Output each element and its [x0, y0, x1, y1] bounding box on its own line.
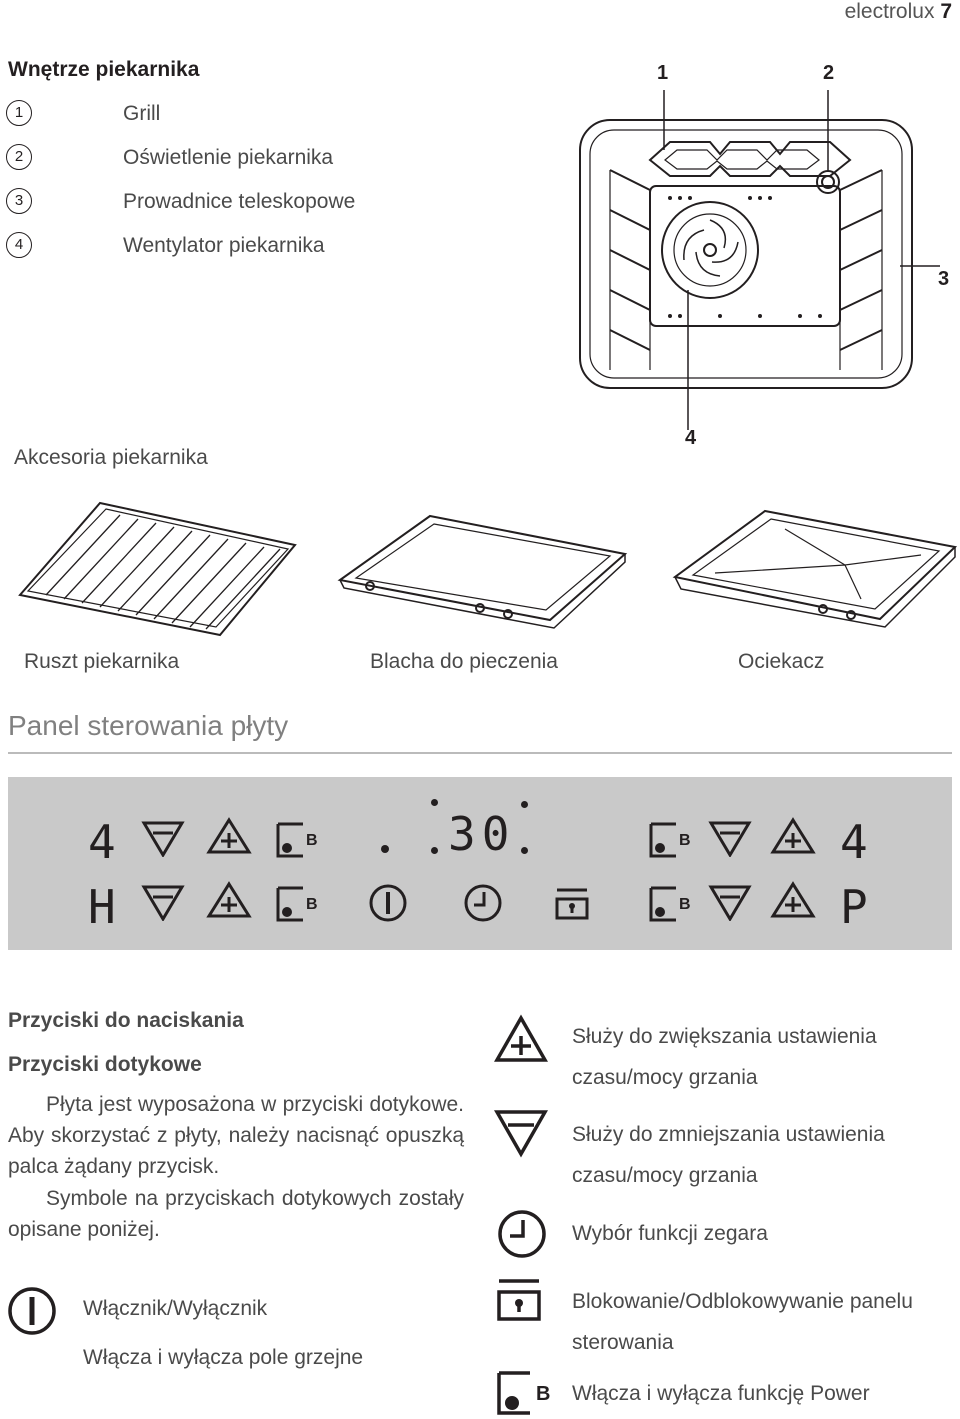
power-letter: B: [306, 832, 318, 849]
power-letter: B: [679, 896, 691, 913]
power-boost-icon[interactable]: [275, 885, 325, 923]
callout-4: 4: [685, 427, 697, 449]
power-boost-icon[interactable]: [648, 821, 698, 859]
plus-icon[interactable]: [770, 817, 816, 855]
power-letter: B: [306, 896, 318, 913]
accessory-label: Blacha do pieczenia: [370, 650, 558, 673]
item-number: 1: [6, 100, 32, 126]
plus-icon[interactable]: [770, 881, 816, 919]
clock-description: Wybór funkcji zegara: [572, 1222, 768, 1245]
minus-icon[interactable]: [141, 821, 185, 857]
callout-1: 1: [657, 62, 669, 84]
item-label: Grill: [123, 102, 161, 125]
plus-description: Służy do zwiększania ustawienia czasu/mo…: [572, 1025, 877, 1089]
item-label: Wentylator piekarnika: [123, 234, 325, 257]
accessory-label: Ociekacz: [738, 650, 825, 673]
lock-icon: [497, 1279, 541, 1321]
intro-paragraph: Symbole na przyciskach dotykowych został…: [8, 1187, 464, 1241]
display-left-bottom: H: [88, 880, 116, 934]
plus-icon[interactable]: [206, 881, 252, 919]
display-dot: [521, 801, 528, 808]
display-dot: [431, 847, 438, 854]
buttons-title: Przyciski do naciskania: [8, 1009, 244, 1032]
lock-icon[interactable]: [554, 887, 590, 921]
power-boost-icon[interactable]: [275, 821, 325, 859]
oven-interior-drawing: [579, 90, 940, 430]
baking-tray-drawing: [337, 514, 628, 629]
minus-icon[interactable]: [708, 821, 752, 857]
on-off-title: Włącznik/Wyłącznik: [83, 1297, 268, 1320]
item-label: Oświetlenie piekarnika: [123, 146, 334, 169]
display-dot: [431, 799, 438, 806]
power-letter: B: [536, 1383, 551, 1405]
accessories-title: Akcesoria piekarnika: [14, 446, 208, 469]
on-off-description: Włącza i wyłącza pole grzejne: [83, 1346, 364, 1369]
intro-paragraph: Płyta jest wyposażona w przyciski dotyko…: [8, 1093, 464, 1178]
power-boost-icon[interactable]: [648, 885, 698, 923]
display-left-top: 4: [88, 815, 116, 869]
power-boost-icon: [497, 1371, 530, 1415]
callout-2: 2: [823, 62, 835, 84]
minus-description: Służy do zmniejszania ustawienia czasu/m…: [572, 1123, 885, 1187]
item-number: 4: [6, 232, 32, 258]
drip-pan-drawing: [672, 509, 958, 628]
plus-icon: [494, 1014, 548, 1062]
page-number: 7: [940, 0, 952, 23]
page-header: electrolux 7: [845, 0, 952, 24]
clock-icon[interactable]: [463, 883, 503, 923]
power-letter: B: [679, 832, 691, 849]
minus-icon: [494, 1110, 548, 1158]
power-description: Włącza i wyłącza funkcję Power: [572, 1382, 870, 1405]
display-dot: [381, 845, 389, 853]
callout-3: 3: [938, 268, 950, 290]
oven-rack-drawing: [18, 501, 297, 637]
item-number: 2: [6, 144, 32, 170]
display-dot: [521, 847, 528, 854]
display-time: 30: [448, 807, 516, 861]
clock-icon: [498, 1210, 546, 1258]
on-off-icon[interactable]: [368, 883, 408, 923]
item-label: Prowadnice teleskopowe: [123, 190, 356, 213]
section-divider: [8, 752, 952, 754]
brand-name: electrolux: [844, 0, 935, 23]
display-right-bottom: P: [840, 880, 868, 934]
accessory-label: Ruszt piekarnika: [24, 650, 180, 673]
minus-icon[interactable]: [708, 885, 752, 921]
control-panel: 4 H B 30 B 4 B B P: [8, 777, 952, 950]
on-off-icon: [8, 1287, 56, 1335]
control-panel-title: Panel sterowania płyty: [8, 710, 289, 741]
touch-buttons-subtitle: Przyciski dotykowe: [8, 1053, 202, 1076]
display-right-top: 4: [840, 815, 868, 869]
interior-title: Wnętrze piekarnika: [8, 58, 200, 81]
lock-description: Blokowanie/Odblokowywanie panelu sterowa…: [572, 1290, 913, 1354]
minus-icon[interactable]: [141, 885, 185, 921]
item-number: 3: [6, 188, 32, 214]
plus-icon[interactable]: [206, 817, 252, 855]
